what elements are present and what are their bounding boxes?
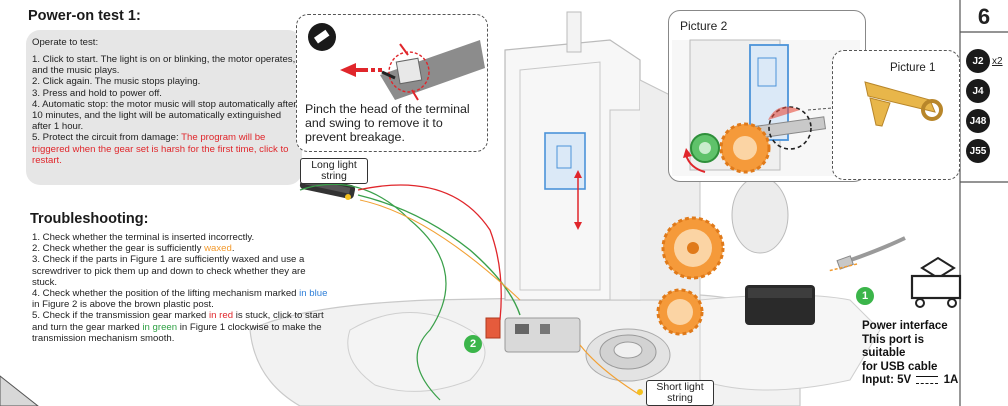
part-item: J4 bbox=[966, 76, 1008, 106]
troubleshooting-text: . bbox=[231, 243, 235, 255]
power-test-subtitle: Operate to test: bbox=[32, 37, 99, 48]
step-badge-2: 2 bbox=[464, 335, 482, 353]
short-light-string-label: Short light string bbox=[646, 380, 714, 406]
power-test-step: 2. Click again. The music stops playing. bbox=[32, 76, 201, 88]
power-test-step: 4. Automatic stop: the motor music will … bbox=[32, 98, 297, 133]
pinch-note: Pinch the head of the terminal and swing… bbox=[305, 102, 470, 144]
troubleshooting-text: waxed bbox=[204, 243, 232, 255]
power-title: Power interface bbox=[862, 320, 948, 332]
troubleshooting-text: 5. Check if the transmission gear marked bbox=[32, 310, 210, 322]
troubleshooting-text: is stuck, click to start and turn the ge… bbox=[32, 310, 324, 333]
troubleshooting-title: Troubleshooting: bbox=[30, 211, 149, 227]
part-j55: J55 bbox=[966, 139, 990, 163]
troubleshooting-text: 4. Check whether the position of the lif… bbox=[32, 288, 300, 300]
part-j48: J48 bbox=[966, 109, 990, 133]
step-number: 6 bbox=[977, 4, 991, 29]
parts-list: J2 x2 J4 J48 J55 bbox=[966, 46, 1008, 166]
picture-2-label: Picture 2 bbox=[680, 19, 728, 33]
power-input: Input: 5V 1A bbox=[862, 374, 962, 388]
picture-1-label: Picture 1 bbox=[890, 62, 936, 74]
troubleshooting-item: 4. Check whether the position of the lif… bbox=[32, 288, 332, 310]
power-line2: for USB cable bbox=[862, 360, 938, 373]
step-badge-1: 1 bbox=[856, 287, 874, 305]
troubleshooting-item: 3. Check if the parts in Figure 1 are su… bbox=[32, 254, 332, 288]
power-test-step5-warning: The program will be triggered when the g… bbox=[32, 132, 289, 166]
power-test-steps: 1. Click to start. The light is on or bl… bbox=[32, 54, 298, 166]
part-j2-qty: x2 bbox=[992, 55, 1003, 67]
dc-symbol-icon bbox=[916, 375, 939, 384]
troubleshooting-text: in red bbox=[209, 310, 234, 322]
troubleshooting-text: 3. Check if the parts in Figure 1 are su… bbox=[32, 254, 306, 288]
part-item: J48 bbox=[966, 106, 1008, 136]
troubleshooting-text: in Figure 2 is above the brown plastic p… bbox=[32, 299, 214, 311]
troubleshooting-text: in blue bbox=[299, 288, 328, 300]
part-item: J55 bbox=[966, 136, 1008, 166]
troubleshooting-text: 2. Check whether the gear is sufficientl… bbox=[32, 243, 205, 255]
troubleshooting-text: in Figure 1 clockwise to make the transm… bbox=[32, 321, 322, 344]
power-test-step: 1. Click to start. The light is on or bl… bbox=[32, 54, 296, 77]
power-input-label: Input: 5V bbox=[862, 374, 912, 386]
troubleshooting-item: 2. Check whether the gear is sufficientl… bbox=[32, 243, 332, 254]
power-test-step5-prefix: 5. Protect the circuit from damage: bbox=[32, 132, 182, 144]
troubleshooting-text: 1. Check whether the terminal is inserte… bbox=[32, 232, 255, 243]
power-interface: Power interface This port is suitable fo… bbox=[862, 320, 962, 388]
part-item: J2 x2 bbox=[966, 46, 1008, 76]
power-input-unit: 1A bbox=[943, 374, 959, 386]
part-j4: J4 bbox=[966, 79, 990, 103]
power-line1: This port is suitable bbox=[862, 333, 924, 360]
troubleshooting-list: 1. Check whether the terminal is inserte… bbox=[32, 232, 332, 344]
power-test-panel bbox=[26, 30, 302, 185]
power-test-step: 5. Protect the circuit from damage: The … bbox=[32, 132, 298, 166]
troubleshooting-item: 1. Check whether the terminal is inserte… bbox=[32, 232, 332, 243]
long-light-string-label: Long light string bbox=[300, 158, 368, 184]
power-test-step: 3. Press and hold to power off. bbox=[32, 87, 162, 99]
power-test-title: Power-on test 1: bbox=[28, 8, 141, 24]
troubleshooting-text: in green bbox=[142, 321, 178, 333]
troubleshooting-item: 5. Check if the transmission gear marked… bbox=[32, 310, 332, 344]
part-j2: J2 bbox=[966, 49, 990, 73]
